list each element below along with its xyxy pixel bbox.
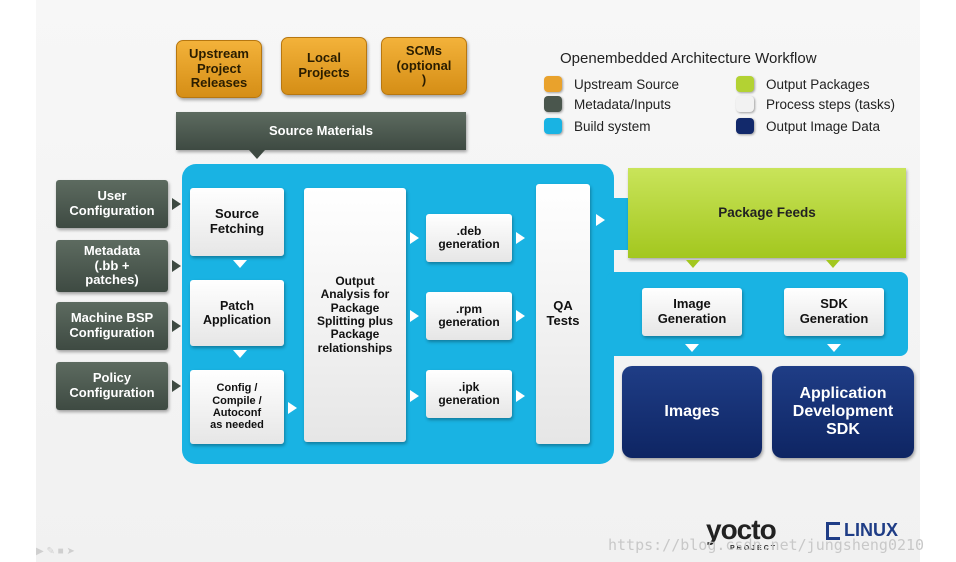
images-output-box: Images: [622, 366, 762, 458]
legend-build-system: Build system: [544, 118, 651, 134]
source-materials-bar: Source Materials: [176, 112, 466, 150]
metadata-arrow: [172, 260, 181, 272]
rpm-generation-box: .rpm generation: [426, 292, 512, 340]
sdk-generation-box: SDK Generation: [784, 288, 884, 336]
source-materials-arrow: [249, 150, 265, 159]
policy-configuration-box: Policy Configuration: [56, 362, 168, 410]
legend-swatch-build: [544, 118, 562, 134]
watermark: https://blog.csdn.net/jungsheng0210: [608, 536, 925, 554]
legend-swatch-metadata: [544, 96, 562, 112]
user-configuration-box: User Configuration: [56, 180, 168, 228]
legend-label-upstream: Upstream Source: [574, 76, 680, 92]
yocto-logo: yocto: [706, 514, 777, 545]
local-projects-box: Local Projects: [281, 37, 367, 95]
legend-process-steps: Process steps (tasks): [736, 96, 895, 112]
legend-label-output-packages: Output Packages: [766, 76, 870, 92]
upstream-project-releases-box: Upstream Project Releases: [176, 40, 262, 98]
source-fetching-box: Source Fetching: [190, 188, 284, 256]
metadata-box: Metadata (.bb + patches): [56, 240, 168, 292]
linux-foundation-logo: LINUX: [826, 520, 898, 541]
qa-tests-box: QA Tests: [536, 184, 590, 444]
legend-label-metadata: Metadata/Inputs: [574, 96, 671, 112]
patch-arrow: [233, 350, 247, 358]
config-compile-box: Config / Compile / Autoconf as needed: [190, 370, 284, 444]
linux-logo-icon: [826, 521, 840, 540]
config-arrow: [288, 402, 297, 414]
legend-swatch-output-packages: [736, 76, 754, 92]
deb-out-arrow: [516, 232, 525, 244]
deb-in-arrow: [410, 232, 419, 244]
yocto-logo-subtitle: PROJECT: [730, 545, 778, 552]
sdk-gen-arrow: [827, 344, 841, 352]
user-config-arrow: [172, 198, 181, 210]
legend-metadata-inputs: Metadata/Inputs: [544, 96, 671, 112]
legend-swatch-process: [736, 96, 754, 112]
machine-bsp-configuration-box: Machine BSP Configuration: [56, 302, 168, 350]
linux-logo-text: LINUX: [844, 520, 898, 540]
legend-label-process: Process steps (tasks): [766, 96, 896, 112]
legend-label-build: Build system: [574, 118, 651, 134]
slide-controls[interactable]: ▶ ✎ ■ ➤: [36, 546, 75, 557]
legend-output-image-data: Output Image Data: [736, 118, 880, 134]
output-analysis-box: Output Analysis for Package Splitting pl…: [304, 188, 406, 442]
legend-label-image-data: Output Image Data: [766, 118, 881, 134]
ipk-in-arrow: [410, 390, 419, 402]
image-gen-arrow: [685, 344, 699, 352]
legend-title: Openembedded Architecture Workflow: [560, 50, 817, 67]
scms-box: SCMs (optional ): [381, 37, 467, 95]
pen-icon[interactable]: ✎: [46, 546, 55, 557]
qa-out-arrow: [596, 214, 605, 226]
patch-application-box: Patch Application: [190, 280, 284, 346]
rpm-in-arrow: [410, 310, 419, 322]
menu-icon[interactable]: ■: [57, 546, 64, 557]
legend-swatch-upstream: [544, 76, 562, 92]
feeds-to-sdk-arrow: [826, 260, 840, 268]
policy-config-arrow: [172, 380, 181, 392]
image-generation-box: Image Generation: [642, 288, 742, 336]
pointer-icon[interactable]: ▶: [36, 546, 44, 557]
application-sdk-output-box: Application Development SDK: [772, 366, 914, 458]
diagram-canvas: Upstream Project Releases Local Projects…: [36, 0, 920, 562]
rpm-out-arrow: [516, 310, 525, 322]
package-feeds-box: Package Feeds: [628, 168, 906, 258]
feeds-to-image-arrow: [686, 260, 700, 268]
machine-bsp-arrow: [172, 320, 181, 332]
fetch-arrow: [233, 260, 247, 268]
legend-upstream-source: Upstream Source: [544, 76, 679, 92]
ipk-generation-box: .ipk generation: [426, 370, 512, 418]
legend-output-packages: Output Packages: [736, 76, 870, 92]
ipk-out-arrow: [516, 390, 525, 402]
next-icon[interactable]: ➤: [66, 546, 75, 557]
deb-generation-box: .deb generation: [426, 214, 512, 262]
legend-swatch-image-data: [736, 118, 754, 134]
